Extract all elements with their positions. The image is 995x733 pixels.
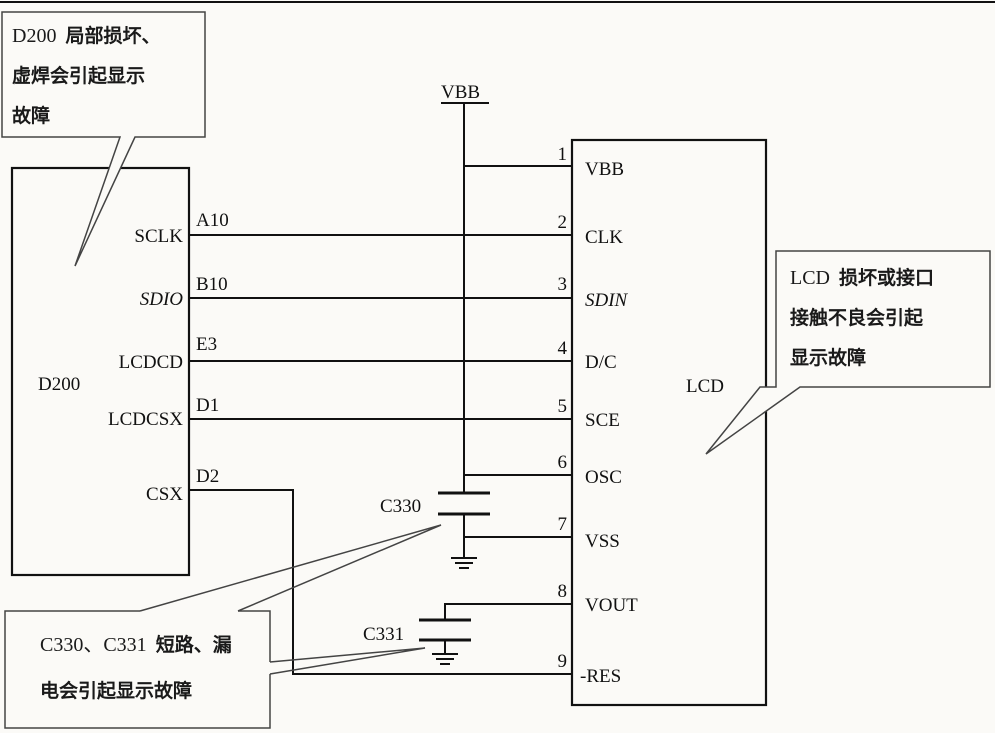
lcd-pin-number-4: 4	[558, 338, 568, 359]
callout-d200-line1: 局部损坏、	[65, 24, 160, 47]
svg-text:D200 局部损坏、: D200 局部损坏、	[12, 24, 160, 47]
d200-pin-sclk: SCLK	[134, 226, 183, 247]
signal-a10: A10	[196, 210, 229, 231]
lcd-pin-res: -RES	[580, 666, 621, 687]
c331-label: C331	[363, 624, 404, 645]
d200-pin-lcdcd: LCDCD	[119, 352, 183, 373]
lcd-pin-osc: OSC	[585, 467, 622, 488]
lcd-pin-vbb: VBB	[585, 159, 624, 180]
vbb-supply-label: VBB	[441, 82, 480, 103]
lcd-name: LCD	[686, 376, 724, 397]
lcd-pin-number-7: 7	[558, 514, 568, 535]
callout-d200-prefix: D200	[12, 25, 56, 47]
d200-chip	[10, 166, 191, 577]
signal-d2: D2	[196, 466, 219, 487]
callout-d200-line2: 虚焊会引起显示	[12, 64, 145, 87]
d200-pin-lcdcsx: LCDCSX	[108, 409, 183, 430]
lcd-pin-dc: D/C	[585, 352, 617, 373]
lcd-pin-number-6: 6	[558, 452, 568, 473]
callout-lcd-line3: 显示故障	[790, 346, 866, 369]
signal-e3: E3	[196, 334, 217, 355]
lcd-pin-vout: VOUT	[585, 595, 638, 616]
lcd-pin-sce: SCE	[585, 410, 620, 431]
lcd-pin-sdin: SDIN	[585, 290, 629, 311]
wire-res	[189, 489, 572, 675]
callout-cap-line2: 电会引起显示故障	[40, 679, 192, 702]
ground-icon	[451, 557, 477, 569]
d200-pin-sdio: SDIO	[140, 289, 184, 310]
callout-cap-prefix: C330、C331	[40, 634, 147, 656]
callout-lcd-prefix: LCD	[790, 267, 830, 289]
svg-text:C330、C331 短路、漏: C330、C331 短路、漏	[40, 633, 232, 656]
callout-lcd-line2: 接触不良会引起	[790, 306, 924, 329]
callout-lcd-line1: 损坏或接口	[839, 266, 934, 289]
callout-d200: D200 局部损坏、 虚焊会引起显示 故障	[1, 11, 206, 267]
callout-capacitors: C330、C331 短路、漏 电会引起显示故障	[4, 524, 442, 729]
lcd-pin-number-2: 2	[558, 212, 568, 233]
lcd-pin-number-8: 8	[558, 581, 568, 602]
svg-text:LCD 损坏或接口: LCD 损坏或接口	[790, 266, 934, 289]
lcd-pin-clk: CLK	[585, 227, 623, 248]
wire-vout	[444, 603, 572, 620]
lcd-pin-number-3: 3	[558, 274, 568, 295]
callout-d200-line3: 故障	[12, 104, 50, 127]
c330-label: C330	[380, 496, 421, 517]
lcd-pin-number-1: 1	[558, 144, 568, 165]
callout-lcd: LCD 损坏或接口 接触不良会引起 显示故障	[705, 250, 991, 455]
lcd-pin-number-5: 5	[558, 396, 568, 417]
callout-cap-line1: 短路、漏	[156, 633, 232, 656]
lcd-pin-vss: VSS	[585, 531, 620, 552]
d200-name: D200	[38, 374, 80, 395]
signal-b10: B10	[196, 274, 228, 295]
d200-pin-csx: CSX	[146, 484, 183, 505]
signal-d1: D1	[196, 395, 219, 416]
ground-icon	[432, 653, 458, 665]
lcd-pin-number-9: 9	[558, 651, 568, 672]
